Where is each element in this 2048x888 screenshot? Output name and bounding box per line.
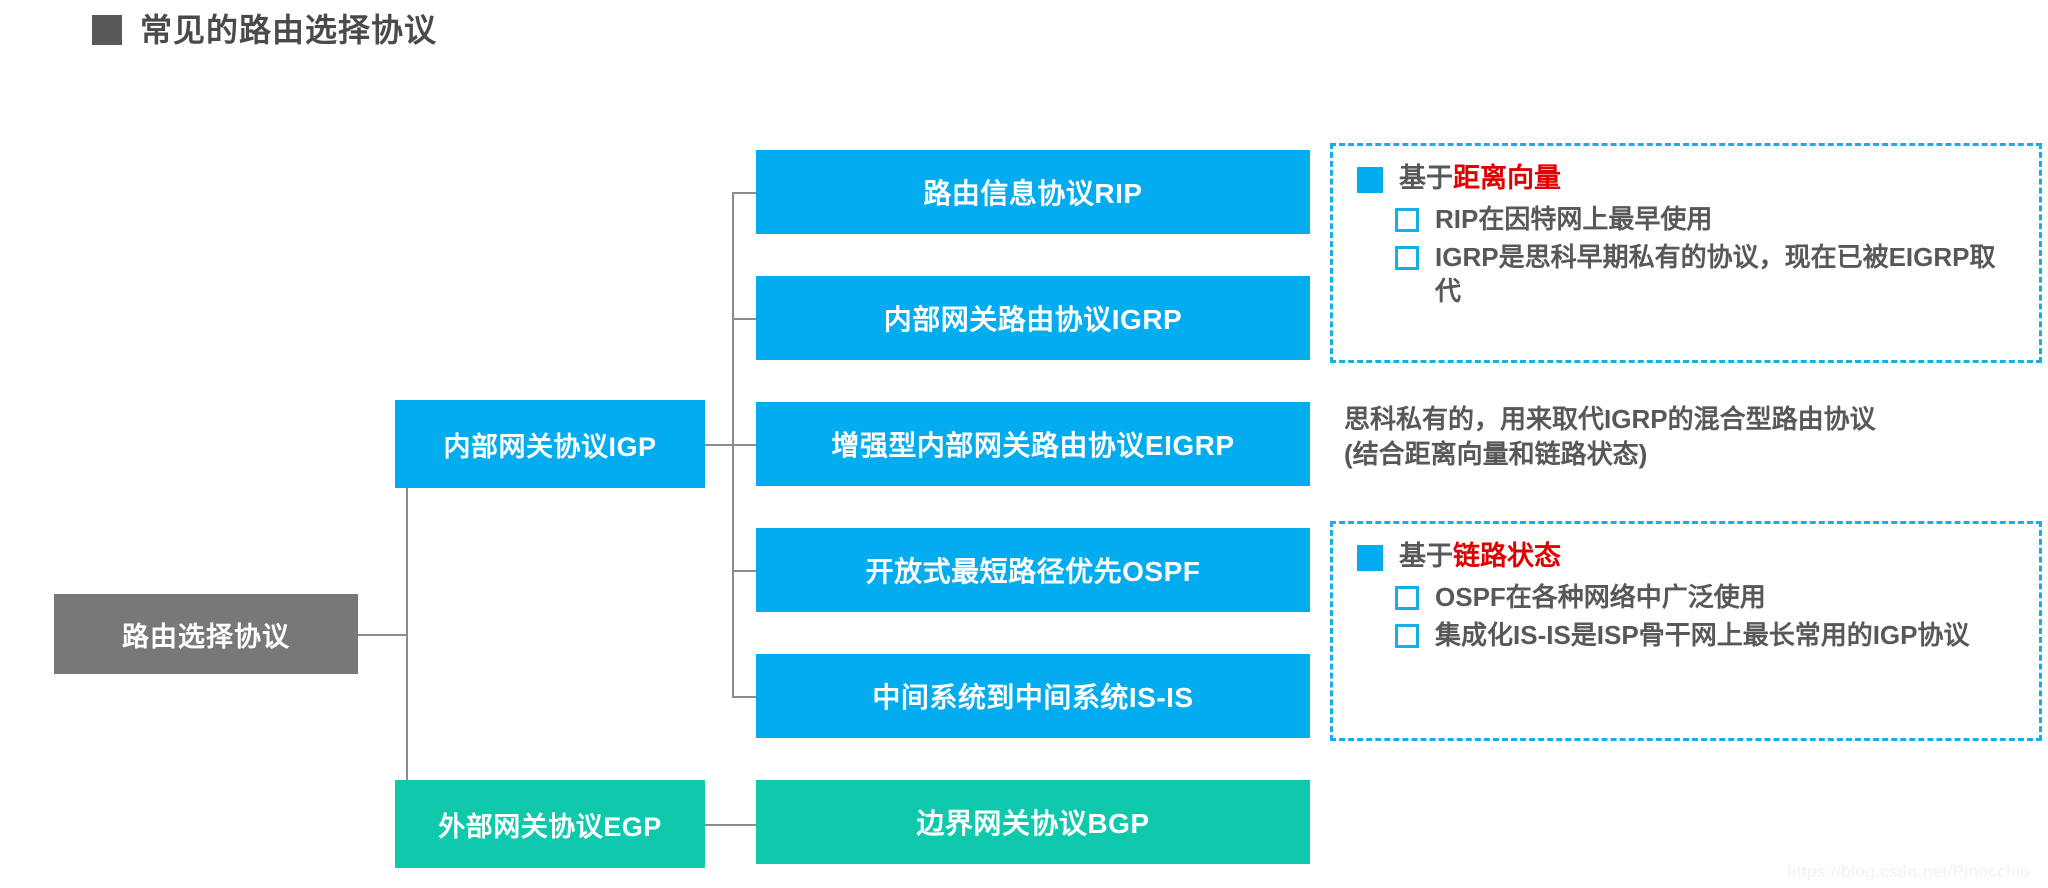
annotation-heading-distance-vector: 基于距离向量 [1357,162,2019,196]
node-rip[interactable]: 路由信息协议RIP [756,150,1310,234]
node-egp[interactable]: 外部网关协议EGP [395,780,705,868]
list-item-text: OSPF在各种网络中广泛使用 [1435,581,1766,612]
watermark: https://blog.csdn.net/Pinocchio [1787,862,2030,881]
list-item[interactable]: OSPF在各种网络中广泛使用 [1395,580,2019,614]
annotation-heading-highlight: 链路状态 [1453,541,1561,571]
connector-to-isis [732,696,756,698]
checkbox-icon[interactable] [1395,246,1419,271]
node-bgp-label: 边界网关协议BGP [916,808,1150,839]
node-root[interactable]: 路由选择协议 [54,594,358,674]
annotation-note-eigrp-line2: (结合距离向量和链路状态) [1344,438,1648,469]
annotation-heading-text: 基于链路状态 [1399,540,1561,574]
annotation-note-eigrp: 思科私有的，用来取代IGRP的混合型路由协议 (结合距离向量和链路状态) [1344,402,2044,472]
node-igrp-label: 内部网关路由协议IGRP [883,304,1183,335]
node-eigrp[interactable]: 增强型内部网关路由协议EIGRP [756,402,1310,486]
annotation-heading-prefix: 基于 [1399,163,1453,193]
connector-root-stub [358,634,406,636]
list-item-text: 集成化IS-IS是ISP骨干网上最长常用的IGP协议 [1435,620,1970,651]
node-egp-label: 外部网关协议EGP [438,811,662,842]
list-item-text: IGRP是思科早期私有的协议，现在已被EIGRP取代 [1435,242,1996,307]
connector-egp-to-bgp [704,824,756,826]
node-root-label: 路由选择协议 [122,621,290,652]
node-isis-label: 中间系统到中间系统IS-IS [872,682,1194,713]
annotation-item-list: RIP在因特网上最早使用 IGRP是思科早期私有的协议，现在已被EIGRP取代 [1357,202,2019,309]
annotation-heading-highlight: 距离向量 [1453,163,1561,193]
square-bullet-icon [92,15,122,45]
annotation-panel-distance-vector: 基于距离向量 RIP在因特网上最早使用 IGRP是思科早期私有的协议，现在已被E… [1330,143,2042,363]
connector-to-igrp [732,318,756,320]
annotation-panel-link-state-body: 基于链路状态 OSPF在各种网络中广泛使用 集成化IS-IS是ISP骨干网上最长… [1357,540,2019,656]
connector-igp-stub [704,444,732,446]
list-item[interactable]: RIP在因特网上最早使用 [1395,202,2019,236]
annotation-heading-link-state: 基于链路状态 [1357,540,2019,574]
node-igp[interactable]: 内部网关协议IGP [395,400,705,488]
node-eigrp-label: 增强型内部网关路由协议EIGRP [831,430,1235,461]
checkbox-icon[interactable] [1395,585,1419,610]
page-title: 常见的路由选择协议 [92,14,437,46]
node-ospf-label: 开放式最短路径优先OSPF [865,556,1201,587]
annotation-panel-distance-vector-body: 基于距离向量 RIP在因特网上最早使用 IGRP是思科早期私有的协议，现在已被E… [1357,162,2019,313]
list-item[interactable]: IGRP是思科早期私有的协议，现在已被EIGRP取代 [1395,240,2019,309]
node-igp-label: 内部网关协议IGP [443,431,657,462]
connector-to-eigrp [732,444,756,446]
node-ospf[interactable]: 开放式最短路径优先OSPF [756,528,1310,612]
checkbox-icon[interactable] [1395,207,1419,232]
filled-square-icon [1357,545,1383,571]
node-isis[interactable]: 中间系统到中间系统IS-IS [756,654,1310,738]
list-item[interactable]: 集成化IS-IS是ISP骨干网上最长常用的IGP协议 [1395,618,2019,652]
filled-square-icon [1357,167,1383,193]
annotation-heading-text: 基于距离向量 [1399,162,1561,196]
node-rip-label: 路由信息协议RIP [923,178,1143,209]
node-igrp[interactable]: 内部网关路由协议IGRP [756,276,1310,360]
checkbox-icon[interactable] [1395,624,1419,649]
annotation-panel-link-state: 基于链路状态 OSPF在各种网络中广泛使用 集成化IS-IS是ISP骨干网上最长… [1330,521,2042,741]
annotation-heading-prefix: 基于 [1399,541,1453,571]
annotation-note-eigrp-line1: 思科私有的，用来取代IGRP的混合型路由协议 [1344,404,1876,434]
node-bgp[interactable]: 边界网关协议BGP [756,780,1310,864]
list-item-text: RIP在因特网上最早使用 [1435,203,1713,234]
page-title-text: 常见的路由选择协议 [140,12,438,48]
connector-trunk-level1 [406,444,408,824]
connector-to-rip [732,192,756,194]
connector-to-ospf [732,570,756,572]
annotation-item-list: OSPF在各种网络中广泛使用 集成化IS-IS是ISP骨干网上最长常用的IGP协… [1357,580,2019,653]
